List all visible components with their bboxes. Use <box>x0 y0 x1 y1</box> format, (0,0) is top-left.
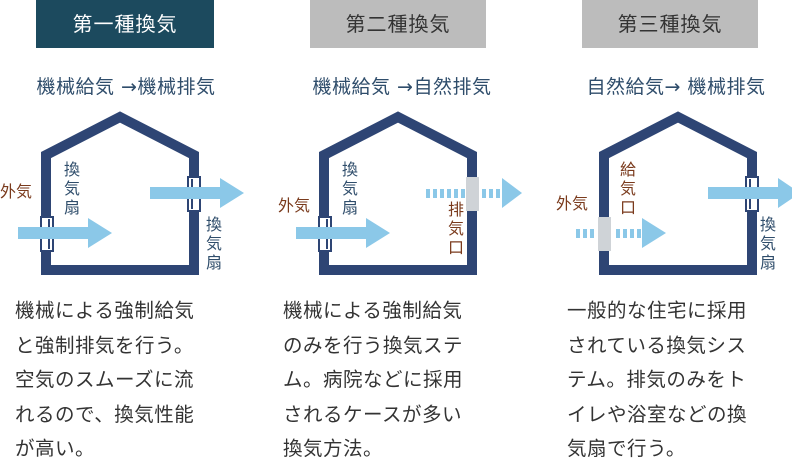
ventilation-diagram: 外気 給気口 換気扇 <box>556 111 792 275</box>
svg-text:換気扇: 換気扇 <box>760 215 776 272</box>
svg-text:換気扇: 換気扇 <box>342 160 358 217</box>
exhaust-arrow <box>150 178 244 208</box>
panel-description: 一般的な住宅に採用 されている換気シス テム。排気のみをト イレや浴室などの換 … <box>567 299 748 460</box>
svg-text:給気口: 給気口 <box>620 160 636 217</box>
panel-type1: 第一種換気 機械給気 →機械排気 外気 換気扇 換気扇 機械による強制給気 と強… <box>0 0 260 470</box>
exhaust-label: 換気扇 <box>206 215 222 272</box>
house-outline <box>41 111 199 275</box>
panel-title: 第一種換気 <box>36 0 214 48</box>
exhaust-label: 換気扇 <box>760 215 776 272</box>
outside-air-label: 外気 <box>556 194 588 213</box>
intake-arrow <box>18 218 112 248</box>
exhaust-arrow <box>708 178 792 208</box>
outside-air-label: 外気 <box>278 196 310 215</box>
panel-title: 第二種換気 <box>310 0 486 48</box>
house-outline <box>319 111 477 275</box>
panel-type3: 第三種換気 自然給気→ 機械排気 外気 給気口 換気扇 一般的な住宅に採用 され… <box>532 0 792 470</box>
panel-subtitle: 自然給気→ 機械排気 <box>586 76 766 98</box>
ventilation-diagram: 外気 換気扇 排気口 <box>278 111 522 275</box>
svg-text:換気扇: 換気扇 <box>206 215 222 272</box>
house-outline <box>599 111 757 275</box>
intake-arrow <box>296 218 390 248</box>
intake-label: 換気扇 <box>342 160 358 217</box>
intake-airflow <box>576 218 666 248</box>
svg-text:排気口: 排気口 <box>448 200 464 257</box>
outside-air-label: 外気 <box>0 182 32 201</box>
panel-type2: 第二種換気 機械給気 →自然排気 外気 換気扇 排気口 機械による強制給気 のみ… <box>266 0 526 470</box>
svg-text:換気扇: 換気扇 <box>64 160 80 217</box>
intake-vent-label: 給気口 <box>620 160 636 217</box>
panel-description: 機械による強制給気 のみを行う換気ステ ム。病院などに採用 されるケースが多い … <box>283 299 464 460</box>
ventilation-diagram: 外気 換気扇 換気扇 <box>0 111 244 275</box>
panel-subtitle: 機械給気 →自然排気 <box>312 76 492 98</box>
exhaust-vent <box>466 177 479 211</box>
exhaust-airflow <box>426 178 522 208</box>
intake-vent <box>598 217 611 251</box>
panel-subtitle: 機械給気 →機械排気 <box>36 76 216 98</box>
panel-description: 機械による強制給気 と強制排気を行う。 空気のスムーズに流 れるので、換気性能 … <box>15 299 195 460</box>
panel-title: 第三種換気 <box>582 0 758 48</box>
intake-label: 換気扇 <box>64 160 80 217</box>
exhaust-vent-label: 排気口 <box>448 200 464 257</box>
